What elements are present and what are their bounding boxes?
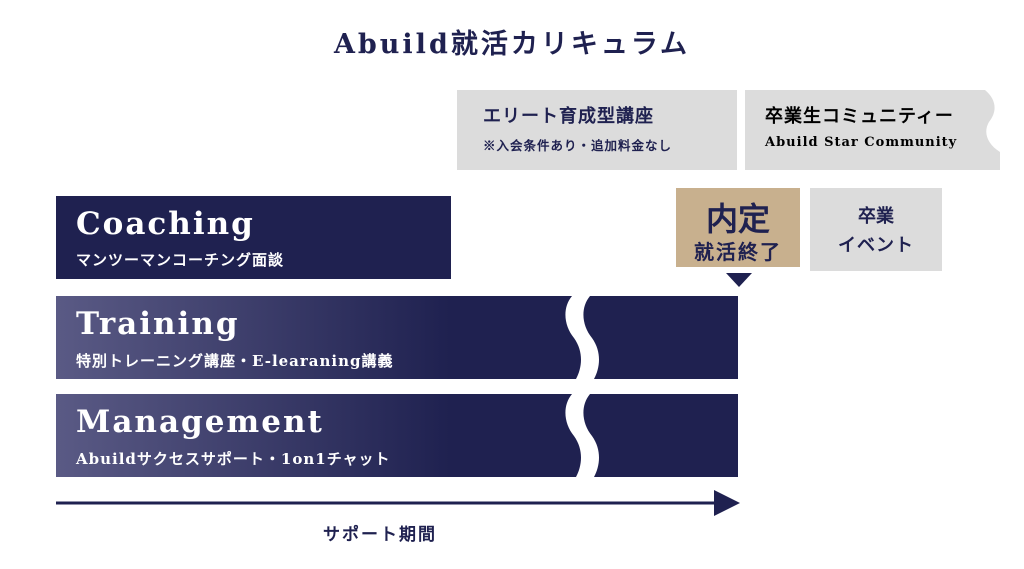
phase-coaching: Coaching マンツーマンコーチング面談: [56, 196, 451, 279]
phase-management: Management Abuildサクセスサポート・1on1チャット: [56, 394, 738, 477]
elite-course-box: エリート育成型講座 ※入会条件あり・追加料金なし: [457, 90, 737, 170]
elite-course-note: ※入会条件あり・追加料金なし: [483, 138, 673, 153]
elite-course-name: エリート育成型講座: [483, 106, 654, 127]
timeline-arrow-icon: [56, 490, 740, 516]
phase-training: Training 特別トレーニング講座・E-learaning講義: [56, 296, 738, 379]
alumni-community-box: 卒業生コミュニティー Abuild Star Community: [745, 90, 1000, 170]
phase-coaching-title: Coaching: [76, 206, 255, 242]
offer-pointer-icon: [726, 273, 752, 287]
alumni-community-name: 卒業生コミュニティー: [765, 106, 954, 127]
alumni-box-shape: [745, 90, 1000, 170]
graduation-event-line1: 卒業: [858, 206, 894, 227]
job-hunt-end-label: 就活終了: [694, 240, 782, 264]
phase-management-bar: [56, 394, 738, 477]
offer-box: 内定 就活終了: [676, 188, 800, 267]
graduation-event-line2: イベント: [838, 235, 914, 256]
phase-training-subtitle: 特別トレーニング講座・E-learaning講義: [76, 352, 394, 370]
phase-coaching-subtitle: マンツーマンコーチング面談: [76, 251, 285, 269]
support-period-label: サポート期間: [323, 525, 437, 545]
page-title: Abuild就活カリキュラム: [333, 29, 691, 60]
offer-label: 内定: [705, 200, 770, 238]
phase-training-title: Training: [76, 306, 240, 342]
phase-management-subtitle: Abuildサクセスサポート・1on1チャット: [76, 450, 391, 468]
phase-training-bar: [56, 296, 738, 379]
graduation-event-box: 卒業 イベント: [810, 188, 942, 271]
alumni-community-sub: Abuild Star Community: [765, 135, 958, 150]
phase-management-title: Management: [76, 404, 324, 440]
